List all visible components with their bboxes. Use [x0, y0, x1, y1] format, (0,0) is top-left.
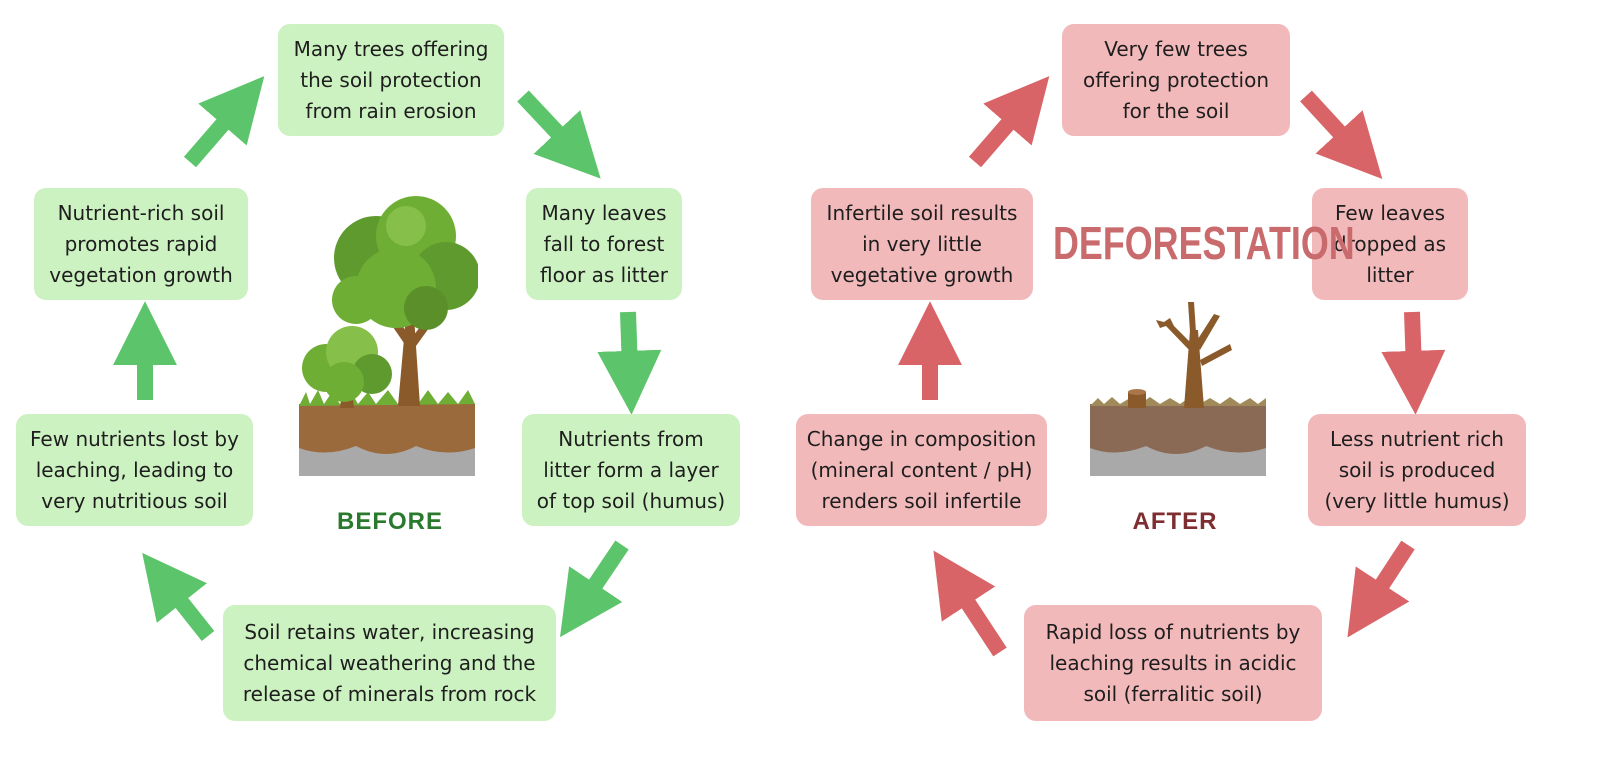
arrow-before-1: [517, 90, 601, 179]
before-caption: BEFORE: [336, 508, 443, 535]
before-box-growth: Nutrient-rich soil promotes rapid vegeta…: [34, 188, 248, 300]
dead-tree-illustration: [1090, 302, 1266, 476]
arrow-before-2: [597, 311, 662, 415]
arrow-after-4: [933, 550, 1007, 657]
before-box-humus: Nutrients from litter form a layer of to…: [522, 414, 740, 526]
deforestation-title: DEFORESTATION: [1053, 217, 1355, 269]
arrow-after-3: [1347, 540, 1415, 638]
after-box-few-trees: Very few trees offering protection for t…: [1062, 24, 1290, 136]
after-box-infertile: Infertile soil results in very little ve…: [811, 188, 1033, 300]
after-box-less-nutrient: Less nutrient rich soil is produced (ver…: [1308, 414, 1526, 526]
after-box-composition: Change in composition (mineral content /…: [796, 414, 1047, 526]
arrow-before-4: [142, 552, 215, 641]
healthy-tree-illustration: [299, 196, 478, 476]
arrow-before-6: [183, 76, 265, 168]
after-box-rapid-loss: Rapid loss of nutrients by leaching resu…: [1024, 605, 1322, 721]
arrow-after-1: [1300, 90, 1383, 179]
before-box-leaves: Many leaves fall to forest floor as litt…: [526, 188, 682, 300]
arrow-after-6: [968, 76, 1050, 168]
after-caption: AFTER: [1132, 508, 1218, 535]
arrow-before-3: [559, 540, 629, 638]
before-box-leaching: Few nutrients lost by leaching, leading …: [16, 414, 253, 526]
before-box-trees: Many trees offering the soil protection …: [278, 24, 504, 136]
after-box-few-leaves: Few leaves dropped as litter: [1312, 188, 1468, 300]
before-box-weathering: Soil retains water, increasing chemical …: [223, 605, 556, 721]
arrow-after-2: [1381, 311, 1446, 415]
